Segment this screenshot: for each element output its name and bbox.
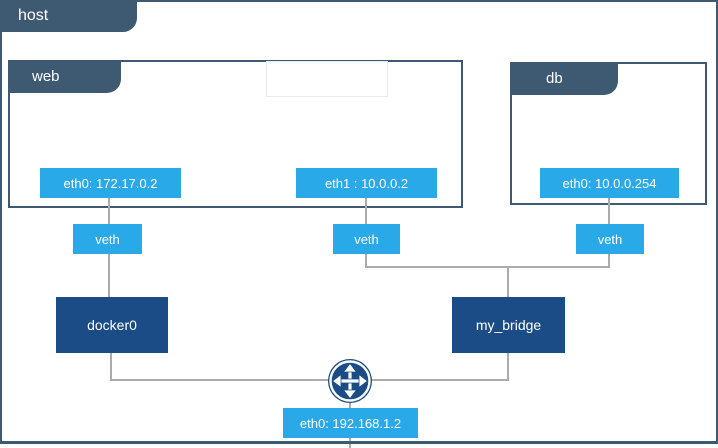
connector-line: [108, 198, 110, 225]
host-border-bottom: [0, 441, 718, 444]
connector-line: [507, 353, 509, 380]
host-label: host: [18, 7, 49, 24]
connector-line: [110, 379, 509, 381]
bridge-docker0: docker0: [56, 297, 168, 353]
host-tab: host: [0, 0, 137, 32]
host-border-left: [0, 0, 2, 444]
host-border-top: [0, 0, 718, 2]
host-border-right: [716, 0, 718, 444]
bridge-my-bridge: my_bridge: [452, 297, 565, 353]
container-web-tab: web: [8, 60, 121, 93]
connector-line: [608, 198, 610, 225]
connector-line: [507, 266, 509, 298]
connector-line: [110, 353, 112, 380]
connector-line: [365, 266, 610, 268]
container-db-label: db: [546, 70, 563, 87]
container-db-tab: db: [510, 62, 618, 95]
interface-badge-web-eth1: eth1 : 10.0.0.2: [296, 168, 437, 198]
connector-line: [608, 254, 610, 268]
interface-badge-db-eth0: eth0: 10.0.0.254: [540, 168, 679, 198]
interface-badge-host-eth0: eth0: 192.168.1.2: [283, 408, 418, 438]
veth-badge-left: veth: [73, 224, 142, 254]
veth-badge-middle: veth: [333, 224, 400, 254]
container-web-label: web: [32, 68, 60, 85]
connector-line: [365, 254, 367, 268]
veth-badge-right: veth: [576, 224, 644, 254]
router-icon: [327, 358, 373, 404]
interface-badge-web-eth0: eth0: 172.17.0.2: [40, 168, 181, 198]
connector-line: [365, 198, 367, 225]
connector-line: [108, 254, 110, 298]
empty-box-artifact: [266, 61, 388, 97]
